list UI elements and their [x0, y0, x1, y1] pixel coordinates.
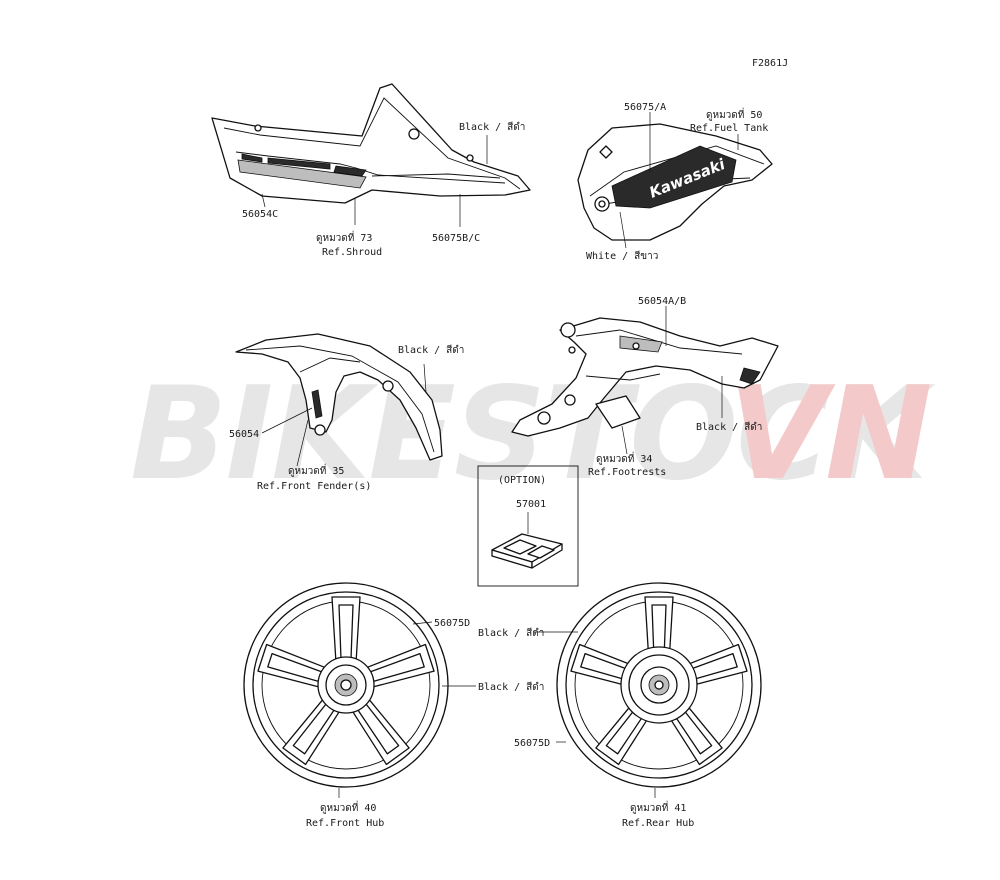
front-wheel-illustration	[243, 582, 449, 788]
fuel-tank-ref-thai: ดูหมวดที่ 50	[706, 107, 762, 121]
fuel-tank-cover-illustration: Kawasaki	[577, 123, 773, 241]
front-wheel-leaders	[338, 621, 476, 798]
shroud-ref-label: Ref.Shroud	[322, 247, 382, 258]
front-wheel-color-note: Black / สีดำ	[478, 681, 544, 693]
shroud-color-note: Black / สีดำ	[459, 121, 525, 133]
diagram-code: F2861J	[752, 58, 788, 69]
part-number-56054a-b: 56054A/B	[638, 296, 686, 307]
front-wheel-part-number: 56075D	[434, 618, 470, 629]
shroud-ref-thai: ดูหมวดที่ 73	[316, 230, 372, 244]
footrest-bracket-illustration	[511, 317, 779, 437]
footrest-ref-thai: ดูหมวดที่ 34	[596, 451, 652, 465]
option-box: (OPTION) 57001	[477, 465, 579, 587]
shroud-illustration	[211, 83, 531, 204]
front-fender-ref-label: Ref.Front Fender(s)	[257, 481, 371, 492]
front-hub-ref-thai: ดูหมวดที่ 40	[320, 800, 376, 814]
part-number-56075b-c: 56075B/C	[432, 233, 480, 244]
part-number-56075-a: 56075/A	[624, 102, 666, 113]
fuel-tank-leaders	[619, 112, 739, 249]
rear-wheel-leaders	[534, 631, 656, 798]
part-number-57001: 57001	[516, 499, 546, 510]
rear-wheel-illustration	[556, 582, 762, 788]
option-title: (OPTION)	[498, 475, 546, 486]
part-number-56054: 56054	[229, 429, 259, 440]
rear-hub-ref-thai: ดูหมวดที่ 41	[630, 800, 686, 814]
option-part-illustration	[491, 533, 563, 569]
fuel-tank-color-note: White / สีขาว	[586, 250, 658, 262]
footrest-color-note: Black / สีดำ	[696, 421, 762, 433]
front-fender-color-note: Black / สีดำ	[398, 344, 464, 356]
fuel-tank-ref-label: Ref.Fuel Tank	[690, 123, 768, 134]
rear-wheel-color-note: Black / สีดำ	[478, 627, 544, 639]
rear-hub-ref-label: Ref.Rear Hub	[622, 818, 694, 829]
rear-wheel-part-number: 56075D	[514, 738, 550, 749]
footrest-leaders	[621, 306, 723, 455]
front-fender-illustration	[235, 333, 443, 461]
front-fender-leaders	[261, 363, 427, 467]
watermark-right: VN	[728, 360, 930, 509]
part-number-56054c: 56054C	[242, 209, 278, 220]
footrest-ref-label: Ref.Footrests	[588, 467, 666, 478]
front-fender-ref-thai: ดูหมวดที่ 35	[288, 463, 344, 477]
watermark: BIKESTOCK VN	[130, 360, 938, 509]
front-hub-ref-label: Ref.Front Hub	[306, 818, 384, 829]
shroud-leaders	[261, 135, 488, 227]
